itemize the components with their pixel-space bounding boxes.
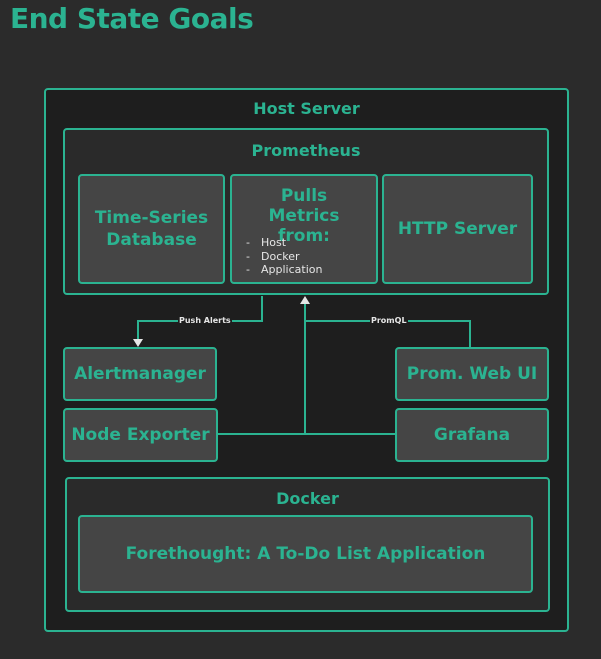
alertmanager-box: Alertmanager bbox=[63, 347, 217, 401]
metrics-source-docker: Docker bbox=[246, 250, 322, 264]
grafana-box: Grafana bbox=[395, 408, 549, 462]
metrics-source-host: Host bbox=[246, 236, 322, 250]
prom-web-ui-box: Prom. Web UI bbox=[395, 347, 549, 401]
host-server-label: Host Server bbox=[253, 99, 360, 118]
metrics-source-list: Host Docker Application bbox=[246, 236, 322, 277]
alertmanager-label: Alertmanager bbox=[74, 364, 206, 384]
push-alerts-edge-label: Push Alerts bbox=[178, 316, 232, 325]
metrics-source-application: Application bbox=[246, 263, 322, 277]
time-series-database-label: Time-Series Database bbox=[94, 208, 209, 250]
grafana-label: Grafana bbox=[433, 425, 511, 445]
forethought-app-label: Forethought: A To-Do List Application bbox=[125, 544, 486, 564]
time-series-database-box: Time-Series Database bbox=[78, 174, 225, 284]
page-title: End State Goals bbox=[10, 2, 254, 35]
node-exporter-box: Node Exporter bbox=[63, 408, 218, 462]
node-exporter-label: Node Exporter bbox=[71, 425, 210, 445]
prom-web-ui-label: Prom. Web UI bbox=[406, 364, 538, 384]
prometheus-label: Prometheus bbox=[251, 141, 361, 160]
promql-edge-label: PromQL bbox=[370, 316, 408, 325]
http-server-label: HTTP Server bbox=[397, 219, 518, 239]
forethought-app-box: Forethought: A To-Do List Application bbox=[78, 515, 533, 593]
http-server-box: HTTP Server bbox=[382, 174, 533, 284]
pulls-metrics-box: Pulls Metrics from: Host Docker Applicat… bbox=[230, 174, 378, 284]
docker-label: Docker bbox=[276, 489, 339, 508]
